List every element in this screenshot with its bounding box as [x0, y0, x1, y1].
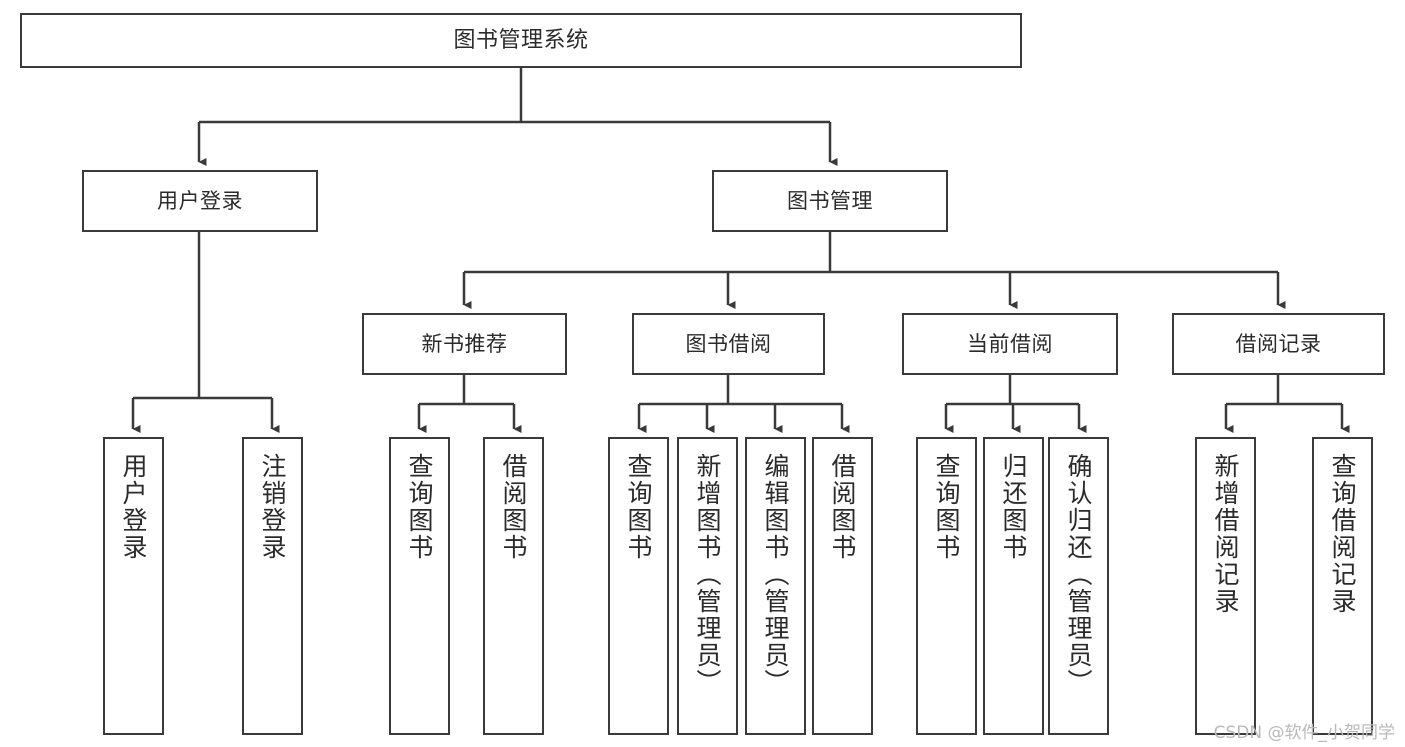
leaf-record-query-record[interactable]: 查询借阅记录 — [1312, 437, 1373, 735]
node-label: 查询图书 — [624, 453, 653, 561]
leaf-user-login-logout[interactable]: 注销登录 — [242, 437, 303, 735]
leaf-borrow-borrow-book[interactable]: 借阅图书 — [812, 437, 873, 735]
node-label: 新增图书（管理员） — [693, 453, 722, 696]
leaf-borrow-edit-book[interactable]: 编辑图书（管理员） — [745, 437, 806, 735]
node-label: 新增借阅记录 — [1211, 453, 1240, 615]
node-label: 编辑图书（管理员） — [761, 453, 790, 696]
node-current-borrow[interactable]: 当前借阅 — [902, 313, 1118, 375]
leaf-recommend-query-book[interactable]: 查询图书 — [389, 437, 450, 735]
node-label: 用户登录 — [119, 453, 148, 561]
csdn-watermark: CSDN @软件_小贺同学 — [1213, 723, 1395, 743]
node-label: 图书管理 — [787, 188, 873, 213]
node-label: 查询图书 — [932, 453, 961, 561]
node-label: 用户登录 — [157, 188, 243, 213]
node-label: 查询借阅记录 — [1328, 453, 1357, 615]
leaf-current-confirm-return[interactable]: 确认归还（管理员） — [1048, 437, 1109, 735]
node-label: 借阅图书 — [499, 453, 528, 561]
node-label: 借阅图书 — [828, 453, 857, 561]
node-borrow-record[interactable]: 借阅记录 — [1172, 313, 1385, 375]
node-label: 查询图书 — [405, 453, 434, 561]
node-book-borrow[interactable]: 图书借阅 — [632, 313, 825, 375]
node-label: 归还图书 — [999, 453, 1028, 561]
leaf-user-login-login[interactable]: 用户登录 — [103, 437, 164, 735]
leaf-borrow-query-book[interactable]: 查询图书 — [608, 437, 669, 735]
node-label: 借阅记录 — [1235, 331, 1322, 356]
leaf-record-add-record[interactable]: 新增借阅记录 — [1195, 437, 1256, 735]
node-root-system[interactable]: 图书管理系统 — [20, 13, 1022, 68]
leaf-recommend-borrow-book[interactable]: 借阅图书 — [483, 437, 544, 735]
node-label: 注销登录 — [258, 453, 287, 561]
node-label: 图书管理系统 — [453, 27, 589, 53]
leaf-current-query-book[interactable]: 查询图书 — [916, 437, 977, 735]
node-label: 图书借阅 — [685, 331, 772, 356]
node-book-management[interactable]: 图书管理 — [712, 170, 948, 232]
leaf-current-return-book[interactable]: 归还图书 — [983, 437, 1044, 735]
node-user-login[interactable]: 用户登录 — [82, 170, 318, 232]
node-label: 当前借阅 — [967, 331, 1053, 356]
leaf-borrow-add-book[interactable]: 新增图书（管理员） — [677, 437, 738, 735]
node-label: 确认归还（管理员） — [1064, 453, 1093, 696]
node-label: 新书推荐 — [421, 331, 508, 356]
node-new-book-recommend[interactable]: 新书推荐 — [362, 313, 567, 375]
